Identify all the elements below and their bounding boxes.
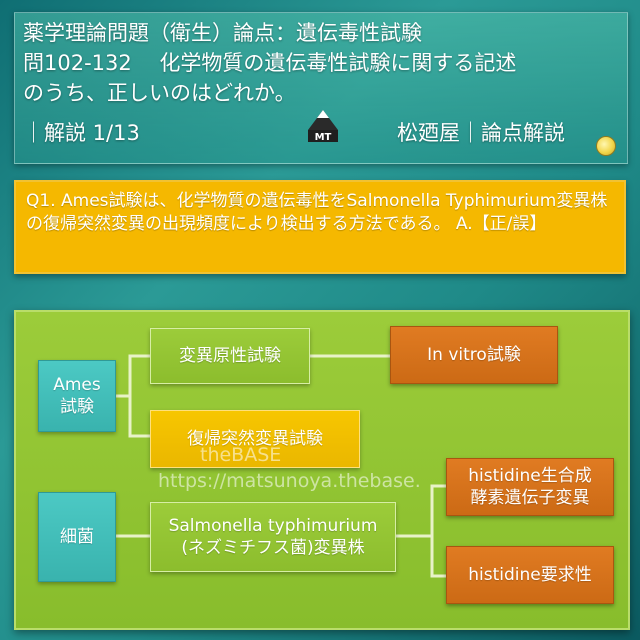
logo-text: MT: [315, 132, 332, 143]
brand-logo-icon: MT: [308, 110, 338, 143]
brand-label: 松廼屋｜論点解説: [397, 121, 565, 145]
question-box: Q1. Ames試験は、化学物質の遺伝毒性をSalmonella Typhimu…: [14, 180, 626, 274]
title-line-3: のうち、正しいのはどれか。: [23, 81, 296, 105]
title-panel: 薬学理論問題（衛生）論点：遺伝毒性試験 問102-132 化学物質の遺伝毒性試験…: [14, 12, 628, 164]
node-mutagenicity-test: 変異原性試験: [150, 328, 310, 384]
node-salmonella-strain: Salmonella typhimurium (ネズミチフス菌)変異株: [150, 502, 396, 572]
node-histidine-gene-mutation: histidine生合成 酵素遺伝子変異: [446, 458, 614, 516]
slide-counter: ｜解説 1/13: [23, 121, 140, 145]
node-reverse-mutation-test: 復帰突然変異試験: [150, 410, 360, 468]
node-ames-test: Ames 試験: [38, 360, 116, 432]
title-line-1: 薬学理論問題（衛生）論点：遺伝毒性試験: [23, 21, 422, 45]
title-line-2: 問102-132 化学物質の遺伝毒性試験に関する記述: [23, 51, 517, 75]
watermark-brand: theBASE: [200, 444, 282, 466]
watermark-url: https://matsunoya.thebase.: [158, 470, 421, 492]
coin-icon: [596, 136, 616, 156]
node-histidine-requirement: histidine要求性: [446, 546, 614, 604]
node-in-vitro-test: In vitro試験: [390, 326, 558, 384]
question-text: Q1. Ames試験は、化学物質の遺伝毒性をSalmonella Typhimu…: [26, 191, 608, 234]
connector-lines: [116, 354, 446, 578]
flow-diagram: Ames 試験 変異原性試験 In vitro試験 復帰突然変異試験 細菌 Sa…: [14, 310, 630, 630]
node-bacteria: 細菌: [38, 492, 116, 582]
